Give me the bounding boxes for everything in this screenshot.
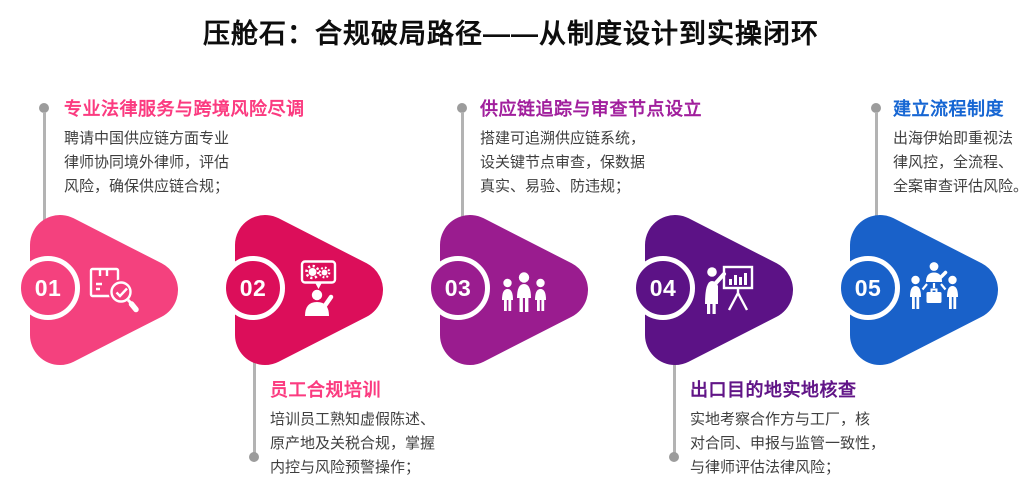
step-3-heading: 供应链追踪与审查节点设立	[480, 99, 702, 119]
step-3-number-badge: 03	[426, 256, 490, 320]
employee-training-icon	[293, 260, 345, 316]
step-number: 03	[444, 274, 472, 301]
step-4-chevron: 04	[623, 210, 813, 370]
step-5-chevron: 05	[828, 210, 1018, 370]
step-1-heading: 专业法律服务与跨境风险尽调	[64, 99, 305, 119]
step-number: 02	[239, 274, 267, 301]
step-1-text: 专业法律服务与跨境风险尽调 聘请中国供应链方面专业 律师协同境外律师，评估 风险…	[64, 99, 305, 199]
step-number: 05	[854, 274, 882, 301]
page-title: 压舱石：合规破局路径——从制度设计到实操闭环	[203, 19, 819, 49]
step-2-number-badge: 02	[221, 256, 285, 320]
team-organization-icon	[908, 260, 960, 316]
timeline-dot	[39, 103, 49, 113]
step-5-body-line: 出海伊始即重视法	[893, 130, 1014, 147]
timeline-dot	[871, 103, 881, 113]
step-1-number-badge: 01	[16, 256, 80, 320]
step-4-body-line: 对合同、申报与监管一致性，	[690, 435, 886, 452]
step-4-body-line: 实地考察合作方与工厂，核	[690, 411, 871, 428]
step-2-body-line: 原产地及关税合规，掌握	[270, 435, 436, 452]
site-presentation-icon	[703, 260, 755, 316]
timeline-connector	[43, 112, 46, 224]
step-1-body-line: 律师协同境外律师，评估	[64, 154, 230, 171]
step-2-body-line: 培训员工熟知虚假陈述、	[270, 411, 436, 428]
step-2-body-line: 内控与风险预警操作；	[270, 459, 421, 476]
step-5-body-line: 全案审查评估风险。	[893, 178, 1022, 195]
step-3-body-line: 真实、易验、防违规；	[480, 178, 631, 195]
step-4-body-line: 与律师评估法律风险；	[690, 459, 841, 476]
step-4-heading: 出口目的地实地核查	[690, 380, 857, 400]
step-4-text: 出口目的地实地核查 实地考察合作方与工厂，核 对合同、申报与监管一致性， 与律师…	[690, 380, 885, 480]
people-group-icon	[498, 260, 550, 316]
step-2-chevron: 02	[213, 210, 403, 370]
step-3-text: 供应链追踪与审查节点设立 搭建可追溯供应链系统， 设关键节点审查，保数据 真实、…	[480, 99, 702, 199]
step-5-number-badge: 05	[836, 256, 900, 320]
step-1-body-line: 风险，确保供应链合规；	[64, 178, 230, 195]
step-3-chevron: 03	[418, 210, 608, 370]
step-3-body-line: 设关键节点审查，保数据	[480, 154, 646, 171]
step-3-body-line: 搭建可追溯供应链系统，	[480, 130, 646, 147]
timeline-dot	[669, 452, 679, 462]
step-5-text: 建立流程制度 出海伊始即重视法 律风控，全流程、 全案审查评估风险。	[893, 99, 1022, 199]
step-5-heading: 建立流程制度	[893, 99, 1004, 119]
step-4-number-badge: 04	[631, 256, 695, 320]
step-2-text: 员工合规培训 培训员工熟知虚假陈述、 原产地及关税合规，掌握 内控与风险预警操作…	[270, 380, 435, 480]
step-1-body-line: 聘请中国供应链方面专业	[64, 130, 230, 147]
step-2-heading: 员工合规培训	[270, 380, 381, 400]
step-number: 01	[34, 274, 62, 301]
timeline-connector	[461, 112, 464, 224]
timeline-connector	[875, 112, 878, 224]
timeline-connector	[253, 350, 256, 454]
timeline-dot	[249, 452, 259, 462]
timeline-connector	[673, 350, 676, 454]
timeline-dot	[457, 103, 467, 113]
step-5-body-line: 律风控，全流程、	[893, 154, 1014, 171]
step-1-chevron: 01	[8, 210, 198, 370]
step-number: 04	[649, 274, 677, 301]
package-inspection-icon	[88, 260, 140, 316]
